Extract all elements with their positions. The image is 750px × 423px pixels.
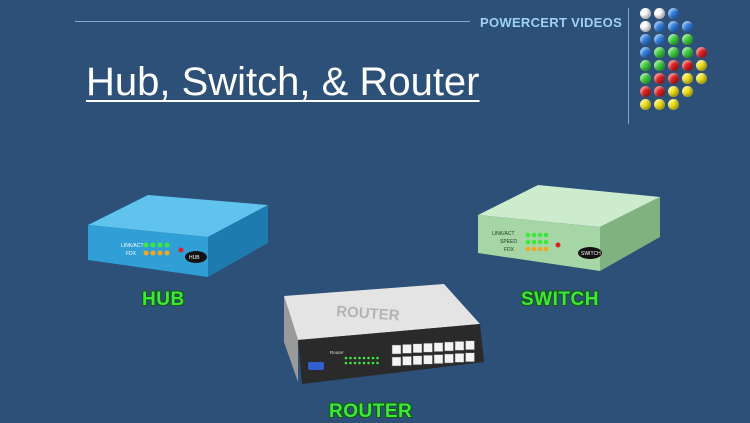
router-status-led: [353, 361, 357, 365]
decorative-dot: [668, 99, 679, 110]
decorative-dot: [640, 34, 651, 45]
decorative-dot: [654, 73, 665, 84]
decorative-dot: [682, 73, 693, 84]
header-divider-line: [75, 21, 470, 22]
router-status-led: [371, 361, 375, 365]
router-ethernet-port: [465, 352, 475, 363]
router-ethernet-port: [402, 344, 412, 354]
decorative-dot: [682, 86, 693, 97]
switch-led-mid-label: SPEED: [500, 239, 517, 245]
decorative-dot: [682, 60, 693, 71]
decorative-dot: [654, 8, 665, 19]
page-title: Hub, Switch, & Router: [86, 60, 480, 104]
router-ethernet-port: [444, 353, 454, 364]
router-status-led: [344, 356, 348, 360]
decorative-dot: [668, 60, 679, 71]
router-status-led: [362, 361, 366, 365]
decorative-dot: [640, 86, 651, 97]
router-ethernet-port: [402, 356, 412, 366]
hub-label: HUB: [142, 289, 185, 310]
brand-name: POWERCERT VIDEOS: [480, 15, 623, 30]
decorative-dot-grid: [636, 8, 726, 118]
decorative-dot: [668, 34, 679, 45]
router-device-image: ROUTER Router: [284, 284, 484, 384]
router-status-led: [349, 356, 352, 360]
decorative-dot: [668, 86, 679, 97]
router-status-led: [376, 361, 379, 365]
switch-device-image: LINK/ACT SPEED FDX SWITCH: [478, 185, 660, 271]
router-ethernet-port: [423, 342, 433, 353]
router-status-led: [362, 356, 366, 360]
switch-badge: SWITCH: [581, 251, 601, 257]
router-ethernet-port: [433, 342, 444, 352]
router-top-text: ROUTER: [336, 303, 401, 324]
header-vertical-line: [628, 8, 629, 124]
router-ethernet-port: [444, 341, 454, 352]
decorative-dot: [640, 21, 651, 32]
router-ethernet-port: [423, 354, 433, 365]
router-status-led: [371, 356, 375, 360]
decorative-dot: [654, 21, 665, 32]
decorative-dot: [640, 73, 651, 84]
decorative-dot: [668, 47, 679, 58]
hub-badge: HUB: [189, 255, 200, 261]
switch-label: SWITCH: [521, 289, 599, 310]
decorative-dot: [668, 21, 679, 32]
decorative-dot: [696, 73, 707, 84]
router-ethernet-port: [391, 356, 402, 367]
hub-led-bottom-label: FDX: [126, 251, 137, 257]
router-status-led: [367, 356, 370, 360]
decorative-dot: [640, 99, 651, 110]
decorative-dot: [640, 47, 651, 58]
router-status-led: [344, 361, 348, 365]
router-status-led: [367, 361, 370, 365]
router-ethernet-port: [454, 353, 465, 363]
decorative-dot: [654, 99, 665, 110]
router-badge: Router: [330, 350, 344, 355]
router-ethernet-port: [391, 344, 402, 355]
decorative-dot: [654, 47, 665, 58]
router-status-led: [358, 361, 361, 365]
decorative-dot: [640, 60, 651, 71]
decorative-dot: [654, 34, 665, 45]
router-status-led: [349, 361, 352, 365]
router-ethernet-port: [465, 340, 475, 351]
decorative-dot: [682, 21, 693, 32]
decorative-dot: [696, 60, 707, 71]
decorative-dot: [654, 86, 665, 97]
decorative-dot: [682, 34, 693, 45]
switch-led-top-label: LINK/ACT: [492, 231, 515, 237]
decorative-dot: [696, 47, 707, 58]
router-label: ROUTER: [329, 401, 413, 422]
switch-led-bottom-label: FDX: [504, 247, 515, 253]
hub-device-image: LINK/ACT FDX HUB: [88, 195, 268, 277]
router-ethernet-port: [412, 355, 423, 366]
router-ethernet-port: [412, 343, 423, 354]
decorative-dot: [654, 60, 665, 71]
router-status-led: [358, 356, 361, 360]
decorative-dot: [668, 73, 679, 84]
router-status-led: [353, 356, 357, 360]
decorative-dot: [640, 8, 651, 19]
router-ethernet-port: [454, 341, 465, 351]
router-ethernet-port: [433, 354, 444, 364]
decorative-dot: [682, 47, 693, 58]
decorative-dot: [668, 8, 679, 19]
router-status-led: [376, 356, 379, 360]
hub-led-top-label: LINK/ACT: [121, 243, 144, 249]
